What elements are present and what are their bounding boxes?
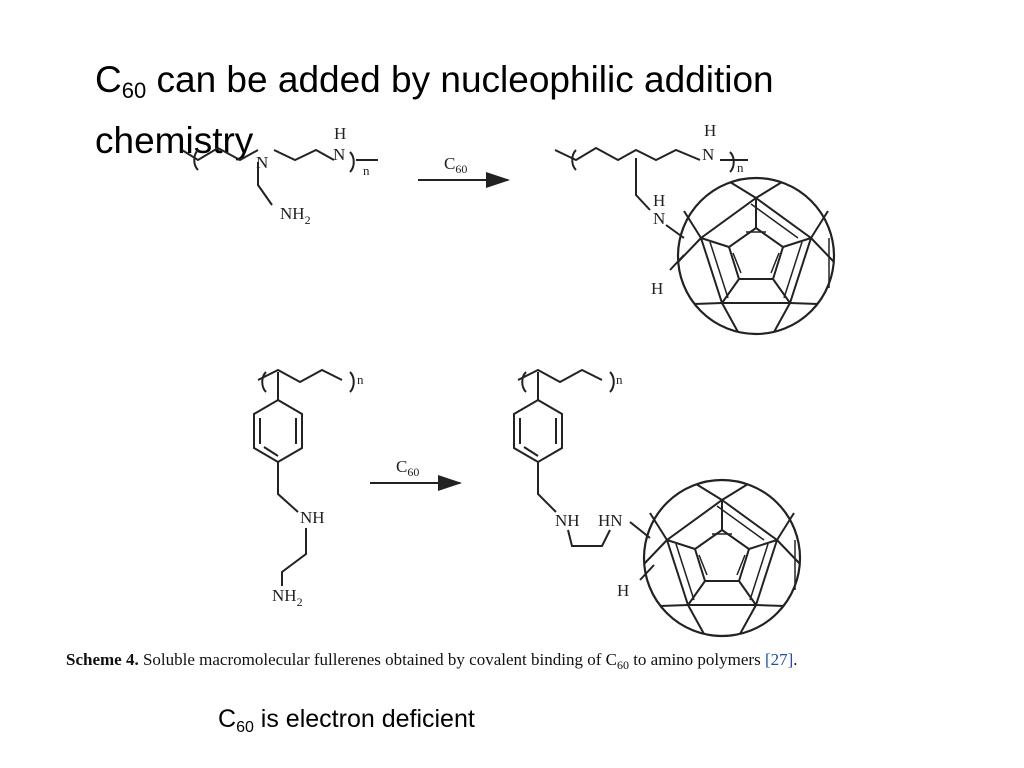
reaction1-product-h-fullerene: H	[651, 279, 663, 298]
caption-text-1: Soluble macromolecular fullerenes obtain…	[138, 650, 617, 669]
reaction2-reactant-n-subscript: n	[357, 372, 364, 387]
title-subscript: 60	[121, 78, 147, 103]
reaction2-fullerene	[642, 478, 802, 638]
reaction1-product-h-top: H	[704, 121, 716, 140]
footer-subscript: 60	[236, 719, 254, 736]
caption-subscript: 60	[616, 658, 629, 672]
reaction1-product-n-chain: N	[702, 145, 714, 164]
reaction2-reactant	[253, 368, 355, 586]
reaction2-reactant-nh: NH	[300, 508, 325, 527]
reaction1-product-n-amine: N	[653, 209, 665, 228]
slide-title: C60 can be added by nucleophilic additio…	[95, 55, 915, 166]
footer-note: C60 is electron deficient	[218, 705, 475, 737]
footer-c: C	[218, 705, 237, 733]
reaction2-product-hn: HN	[598, 511, 623, 530]
reaction2-reactant-nh2: NH2	[272, 586, 303, 609]
reaction2-product-h-fullerene: H	[617, 581, 629, 600]
footer-text: is electron deficient	[253, 705, 475, 733]
reaction2-reagent: C60	[396, 457, 419, 479]
reaction1-reactant-n-backbone: N	[256, 153, 268, 172]
reaction2-product-n-subscript: n	[616, 372, 623, 387]
reaction2-product	[513, 368, 655, 581]
reaction1-product-chain	[554, 146, 748, 271]
reaction2-product-nh: NH	[555, 511, 580, 530]
reaction1-fullerene	[676, 176, 836, 336]
title-text: can be added by nucleophilic addition ch…	[95, 59, 774, 161]
reaction1-reactant-h: H	[334, 124, 346, 143]
reaction1-reagent: C60	[444, 154, 467, 176]
reaction1-product-n-subscript: n	[737, 160, 744, 175]
reaction1-reactant-n-subscript: n	[363, 163, 370, 178]
caption-end: .	[793, 650, 798, 669]
caption-label: Scheme 4.	[66, 650, 139, 669]
reaction1-reactant-n-chain: N	[333, 145, 345, 164]
caption-text-2: to amino polymers	[628, 650, 765, 669]
scheme-caption: Scheme 4. Soluble macromolecular fullere…	[66, 650, 798, 673]
reaction1-reactant-nh2: NH2	[280, 204, 311, 227]
reaction1-reactant	[181, 146, 378, 206]
caption-reference: [27]	[764, 650, 794, 669]
reaction1-product-h-amine: H	[653, 191, 665, 210]
title-c: C	[95, 59, 122, 100]
